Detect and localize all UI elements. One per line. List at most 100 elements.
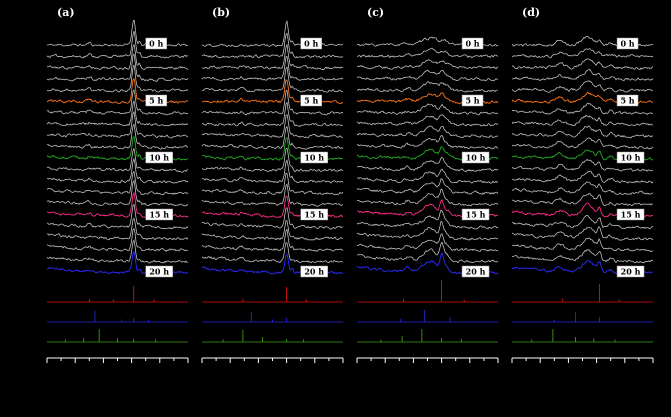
trace-9h	[511, 137, 654, 150]
trace-1h	[201, 32, 344, 59]
time-label-box	[300, 37, 322, 50]
time-label-box	[300, 265, 328, 278]
trace-14h	[201, 183, 344, 207]
time-label-box	[616, 265, 645, 278]
trace-14h	[357, 188, 499, 207]
trace-13h	[511, 181, 654, 195]
trace-17h	[511, 226, 654, 241]
time-label-text: 10 h	[149, 153, 169, 163]
trace-2h	[356, 59, 499, 70]
reference-pattern-green	[202, 330, 343, 343]
trace-8h	[511, 125, 654, 139]
trace-12h	[47, 157, 189, 184]
trace-2h	[511, 58, 654, 71]
panel-d-plot: 0 h5 h10 h15 h20 h	[510, 20, 655, 380]
waterfall-traces	[356, 36, 499, 275]
panel-c-plot: 0 h5 h10 h15 h20 h	[355, 20, 500, 380]
time-labels: 0 h5 h10 h15 h20 h	[461, 37, 490, 278]
time-label-text: 10 h	[466, 153, 486, 163]
trace-1h	[511, 48, 654, 59]
trace-18h	[201, 228, 344, 252]
waterfall-traces	[46, 20, 189, 276]
x-axis	[511, 357, 654, 363]
trace-2h	[46, 43, 189, 71]
panel-c-label: (c)	[367, 6, 385, 19]
time-label-text: 15 h	[149, 210, 169, 220]
trace-12h	[511, 170, 654, 184]
trace-3h	[511, 69, 654, 82]
trace-3h	[201, 56, 344, 82]
trace-8h	[201, 113, 344, 139]
trace-16h	[356, 209, 499, 230]
trace-4h	[511, 80, 654, 93]
x-axis	[201, 357, 344, 363]
trace-19h	[201, 242, 344, 264]
time-label-text: 5 h	[620, 96, 634, 106]
trace-1h	[46, 30, 189, 59]
time-label-box	[145, 208, 173, 221]
trace-7h	[46, 100, 189, 127]
trace-8h	[46, 110, 189, 139]
waterfall-traces	[201, 20, 344, 275]
trace-6h	[201, 89, 344, 116]
trace-12h	[356, 168, 499, 184]
trace-11h	[511, 159, 654, 172]
trace-7h	[511, 114, 654, 127]
reference-pattern-green	[512, 329, 653, 343]
time-label-box	[461, 151, 490, 164]
trace-7h	[201, 101, 344, 127]
x-axis	[356, 357, 499, 363]
trace-18h	[511, 237, 654, 253]
time-label-text: 15 h	[466, 210, 486, 220]
reference-pattern-green	[47, 329, 188, 343]
trace-9h	[201, 125, 344, 150]
trace-6h	[356, 103, 499, 116]
trace-18h	[46, 227, 189, 252]
trace-9h	[356, 134, 499, 150]
time-label-text: 5 h	[149, 96, 163, 106]
panel-d-label: (d)	[522, 6, 541, 19]
trace-16h	[46, 203, 189, 230]
time-label-text: 10 h	[621, 153, 641, 163]
time-label-text: 0 h	[465, 39, 479, 49]
time-label-text: 20 h	[149, 267, 169, 277]
time-label-box	[300, 94, 322, 107]
reference-pattern-blue	[357, 310, 498, 323]
reference-pattern-red	[47, 286, 188, 303]
time-label-text: 0 h	[149, 39, 163, 49]
trace-6h	[511, 102, 654, 116]
trace-16h	[511, 214, 654, 230]
trace-2h	[201, 43, 344, 71]
trace-18h	[356, 233, 499, 252]
time-label-box	[300, 151, 328, 164]
trace-17h	[46, 217, 189, 241]
time-label-box	[461, 37, 484, 50]
time-label-box	[461, 94, 484, 107]
time-label-box	[616, 94, 639, 107]
trace-4h	[356, 80, 499, 93]
time-label-box	[616, 37, 639, 50]
trace-9h	[46, 123, 188, 150]
time-label-box	[616, 208, 645, 221]
trace-19h	[46, 239, 189, 264]
time-label-box	[145, 37, 167, 50]
trace-19h	[512, 249, 654, 264]
trace-4h	[46, 64, 189, 93]
time-label-text: 15 h	[621, 210, 641, 220]
time-label-text: 5 h	[304, 96, 318, 106]
reference-pattern-red	[512, 284, 653, 303]
time-label-box	[461, 208, 490, 221]
trace-17h	[201, 220, 343, 241]
reference-pattern-red	[202, 287, 343, 303]
trace-8h	[356, 125, 498, 138]
trace-13h	[201, 172, 344, 196]
time-label-text: 20 h	[466, 267, 486, 277]
trace-19h	[356, 241, 499, 264]
reference-pattern-red	[357, 280, 498, 303]
trace-1h	[356, 47, 499, 59]
